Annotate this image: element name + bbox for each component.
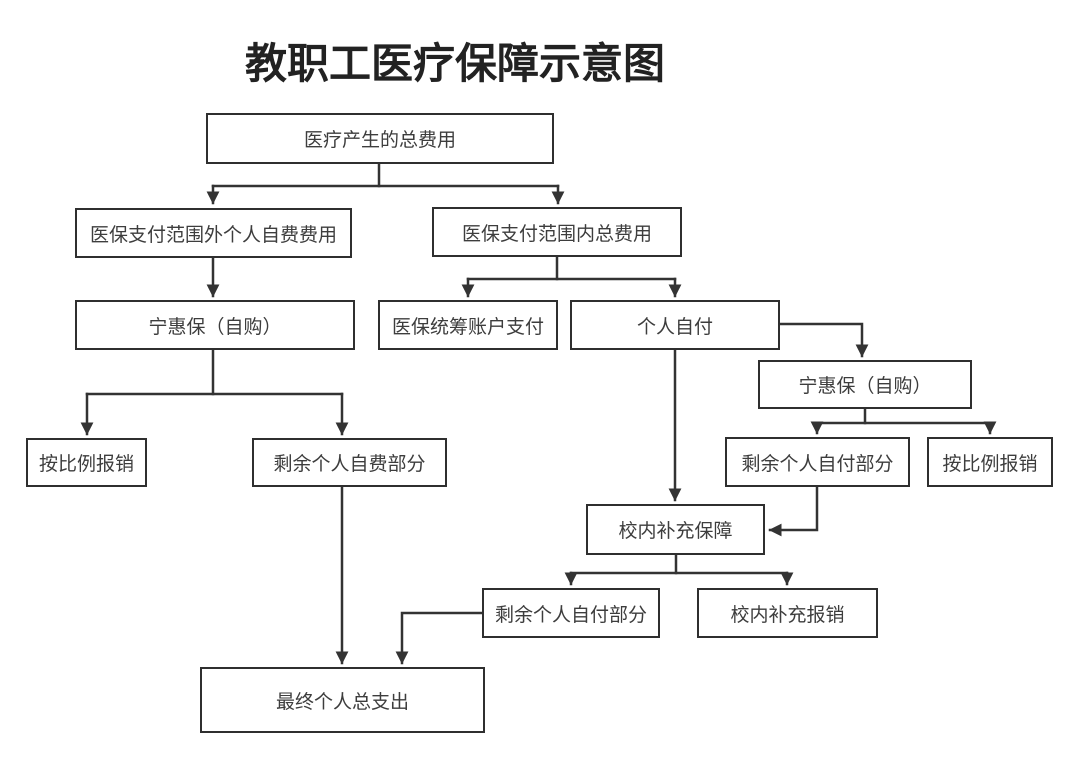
node-pooled-account: 医保统筹账户支付	[378, 300, 558, 350]
node-self-pay: 个人自付	[570, 300, 780, 350]
diagram-title: 教职工医疗保障示意图	[244, 40, 665, 87]
node-school-reimburse: 校内补充报销	[697, 588, 878, 638]
node-in-scope: 医保支付范围内总费用	[432, 207, 682, 257]
node-remaining-self-pay-bottom: 剩余个人自付部分	[482, 588, 660, 638]
node-final-total: 最终个人总支出	[200, 667, 485, 733]
node-out-of-scope: 医保支付范围外个人自费费用	[75, 208, 352, 258]
node-ninghuibao-right: 宁惠保（自购）	[758, 360, 972, 409]
connector-selfpay-to-ninghuibaoright	[778, 322, 869, 358]
node-school-supplement: 校内补充保障	[586, 504, 765, 555]
node-total-cost: 医疗产生的总费用	[206, 113, 554, 164]
connector-remainingbottom-to-final	[395, 611, 484, 665]
node-remaining-self-fee: 剩余个人自费部分	[252, 438, 447, 487]
node-ninghuibao-left: 宁惠保（自购）	[75, 300, 355, 350]
node-ratio-reimburse-right: 按比例报销	[927, 437, 1053, 487]
node-remaining-self-pay-right: 剩余个人自付部分	[725, 437, 910, 487]
connector-remainingright-to-schoolsupplement	[768, 485, 819, 537]
node-ratio-reimburse-left: 按比例报销	[26, 438, 147, 487]
